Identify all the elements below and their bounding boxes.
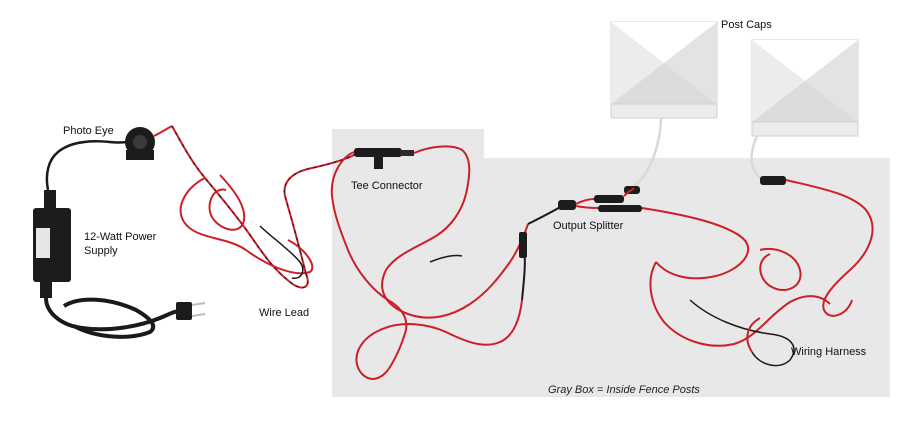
- power-supply-label-line2: Supply: [84, 245, 118, 257]
- output-splitter: [558, 186, 749, 280]
- post-cap-left-lead: [633, 117, 663, 187]
- post-caps-label: Post Caps: [721, 19, 772, 31]
- photo-eye-label: Photo Eye: [63, 125, 114, 137]
- post-cap-right: [751, 39, 859, 137]
- wiring-harness-label: Wiring Harness: [791, 346, 867, 358]
- post-cap-left: [610, 21, 718, 119]
- output-splitter-label: Output Splitter: [553, 220, 624, 232]
- tee-connector: [354, 145, 471, 195]
- inside-wiring: [330, 151, 563, 380]
- photo-eye: [125, 125, 173, 160]
- gray-box-legend-note: Gray Box = Inside Fence Posts: [548, 384, 700, 396]
- power-supply-label-line1: 12-Watt Power: [84, 231, 157, 243]
- wiring-harness: [649, 176, 874, 367]
- tee-connector-label: Tee Connector: [351, 180, 423, 192]
- post-cap-right-lead: [750, 135, 763, 181]
- wire-lead-label: Wire Lead: [259, 307, 310, 319]
- power-supply: [33, 133, 206, 339]
- wire-lead: [171, 125, 357, 289]
